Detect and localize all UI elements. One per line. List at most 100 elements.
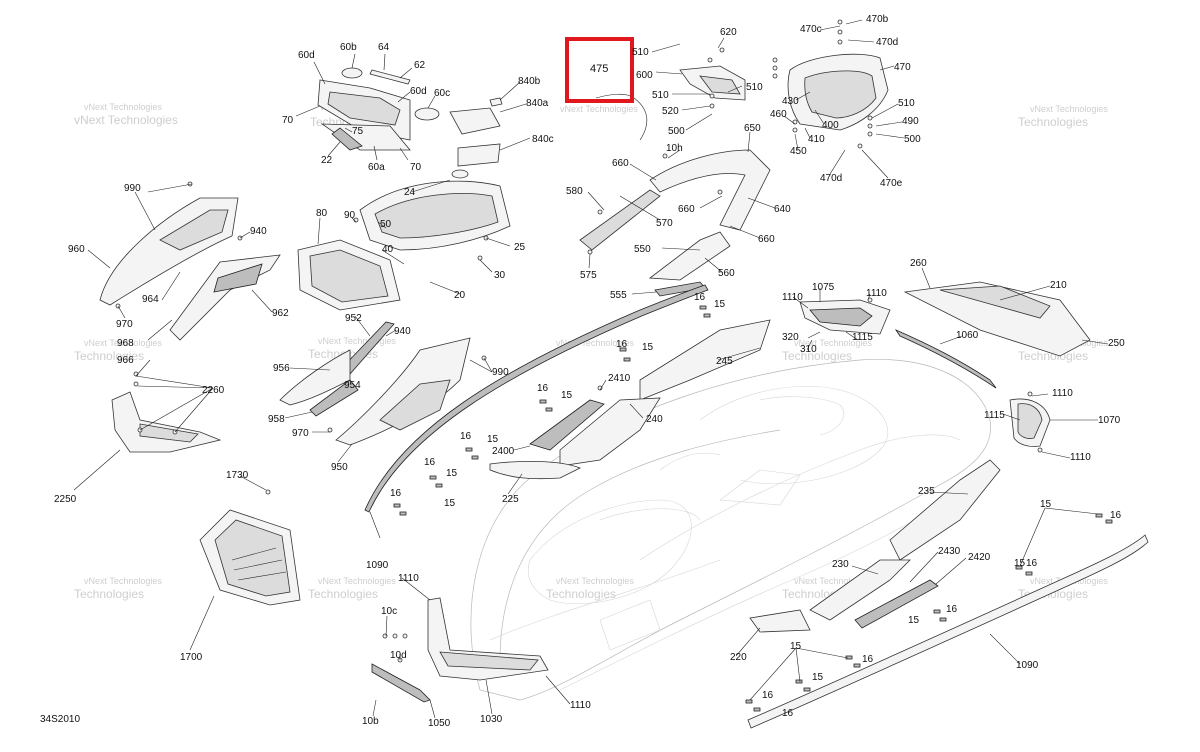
callout-label: 16 <box>1026 558 1038 569</box>
callout-label: 16 <box>390 488 402 499</box>
callout-label: 245 <box>716 356 733 367</box>
callout-label: 15 <box>908 615 920 626</box>
callout-label: 990 <box>492 367 509 378</box>
callout-label: 15 <box>812 672 824 683</box>
callout-label: 450 <box>790 146 807 157</box>
highlighted-part-label: 475 <box>590 63 608 75</box>
svg-text:Technologies: Technologies <box>74 587 144 601</box>
callout-label: 1070 <box>1098 415 1121 426</box>
callout-label: 510 <box>652 90 669 101</box>
callout-label: 470e <box>880 178 903 189</box>
callout-label: 10b <box>362 716 379 727</box>
svg-text:vNext Technologies: vNext Technologies <box>794 338 872 348</box>
svg-text:Technologies: Technologies <box>74 349 144 363</box>
callout-label: 2410 <box>608 373 631 384</box>
svg-text:Technologies: Technologies <box>546 587 616 601</box>
diagram-code: 34S2010 <box>40 714 80 725</box>
callout-label: 15 <box>1014 558 1026 569</box>
callout-label: 950 <box>331 462 348 473</box>
watermark: vNext Technologies Technologies <box>546 576 634 601</box>
callout-label: 570 <box>656 218 673 229</box>
callout-label: 620 <box>720 27 737 38</box>
callout-label: 640 <box>774 204 791 215</box>
callout-label: 962 <box>272 308 289 319</box>
watermark: vNext Technologies Technologies <box>308 576 396 601</box>
callout-label: 16 <box>762 690 774 701</box>
callout-label: 30 <box>494 270 506 281</box>
watermark: vNext Technologies Technologies <box>74 338 162 363</box>
callout-label: 60c <box>434 88 450 99</box>
part-group-front-bumper-lower <box>371 597 549 703</box>
callout-label: 240 <box>646 414 663 425</box>
callout-label: 840a <box>526 98 549 109</box>
callout-label: 24 <box>404 187 416 198</box>
callout-label: 1110 <box>866 288 887 299</box>
part-group-rear-handle <box>679 47 746 109</box>
callout-label: 15 <box>642 342 654 353</box>
callout-label: 70 <box>282 115 294 126</box>
callout-label: 1110 <box>1070 452 1091 463</box>
callout-label: 1110 <box>570 700 591 711</box>
callout-label: 1115 <box>852 332 873 343</box>
callout-label: 10h <box>666 143 683 154</box>
svg-text:vNext Technologies: vNext Technologies <box>556 338 634 348</box>
part-group-storage-bin <box>297 169 511 311</box>
svg-text:vNext Technologies: vNext Technologies <box>84 576 162 586</box>
watermark: vNext Technologies <box>560 104 638 114</box>
callout-label: 15 <box>790 641 802 652</box>
callout-labels: 60d 60b 64 62 60d 60c 70 75 22 60a 70 84… <box>54 14 1125 729</box>
callout-label: 968 <box>117 338 134 349</box>
callout-label: 954 <box>344 380 361 391</box>
callout-label: 2250 <box>54 494 77 505</box>
part-footrest-mat-1700 <box>199 489 301 606</box>
svg-text:vNext Technologies: vNext Technologies <box>794 576 872 586</box>
callout-label: 1730 <box>226 470 249 481</box>
callout-label: 430 <box>782 96 799 107</box>
callout-label: 500 <box>904 134 921 145</box>
svg-text:vNext Technologies: vNext Technologies <box>556 576 634 586</box>
callout-label: 580 <box>566 186 583 197</box>
callout-label: 650 <box>744 123 761 134</box>
part-rub-rail-left-1090 <box>364 284 709 513</box>
callout-label: 575 <box>580 270 597 281</box>
callout-label: 15 <box>714 299 726 310</box>
callout-label: 510 <box>746 82 763 93</box>
callout-label: 10d <box>390 650 407 661</box>
callout-label: 60a <box>368 162 385 173</box>
callout-label: 1075 <box>812 282 835 293</box>
svg-text:Technologies: Technologies <box>782 349 852 363</box>
callout-label: 15 <box>561 390 573 401</box>
callout-label: 235 <box>918 486 935 497</box>
callout-label: 964 <box>142 294 159 305</box>
callout-label: 940 <box>250 226 267 237</box>
callout-label: 1110 <box>398 573 419 584</box>
callout-label: 600 <box>636 70 653 81</box>
callout-label: 470c <box>800 24 822 35</box>
callout-label: 840b <box>518 76 541 87</box>
callout-label: 1030 <box>480 714 503 725</box>
callout-label: 22 <box>321 155 333 166</box>
callout-label: 310 <box>800 344 817 355</box>
part-group-rear-deck <box>799 281 1091 357</box>
watermark: vNext Technologies Technologies <box>1018 104 1108 129</box>
callout-label: 660 <box>612 158 629 169</box>
callout-label: 15 <box>446 468 458 479</box>
svg-text:vNext Technologies: vNext Technologies <box>84 338 162 348</box>
callout-label: 410 <box>808 134 825 145</box>
svg-text:vNext Technologies: vNext Technologies <box>74 113 178 127</box>
highlight-box-475[interactable] <box>565 37 634 103</box>
callout-label: 260 <box>910 258 927 269</box>
svg-text:Technologies: Technologies <box>308 587 378 601</box>
callout-label: 460 <box>770 109 787 120</box>
callout-label: 490 <box>902 116 919 127</box>
svg-text:vNext Technologies: vNext Technologies <box>1030 104 1108 114</box>
callout-label: 50 <box>380 219 392 230</box>
callout-label: 555 <box>610 290 627 301</box>
callout-label: 210 <box>1050 280 1067 291</box>
callout-label: 20 <box>454 290 466 301</box>
svg-text:Technologies: Technologies <box>1018 115 1088 129</box>
callout-label: 75 <box>352 126 364 137</box>
callout-label: 60d <box>410 86 427 97</box>
callout-label: 966 <box>117 355 134 366</box>
